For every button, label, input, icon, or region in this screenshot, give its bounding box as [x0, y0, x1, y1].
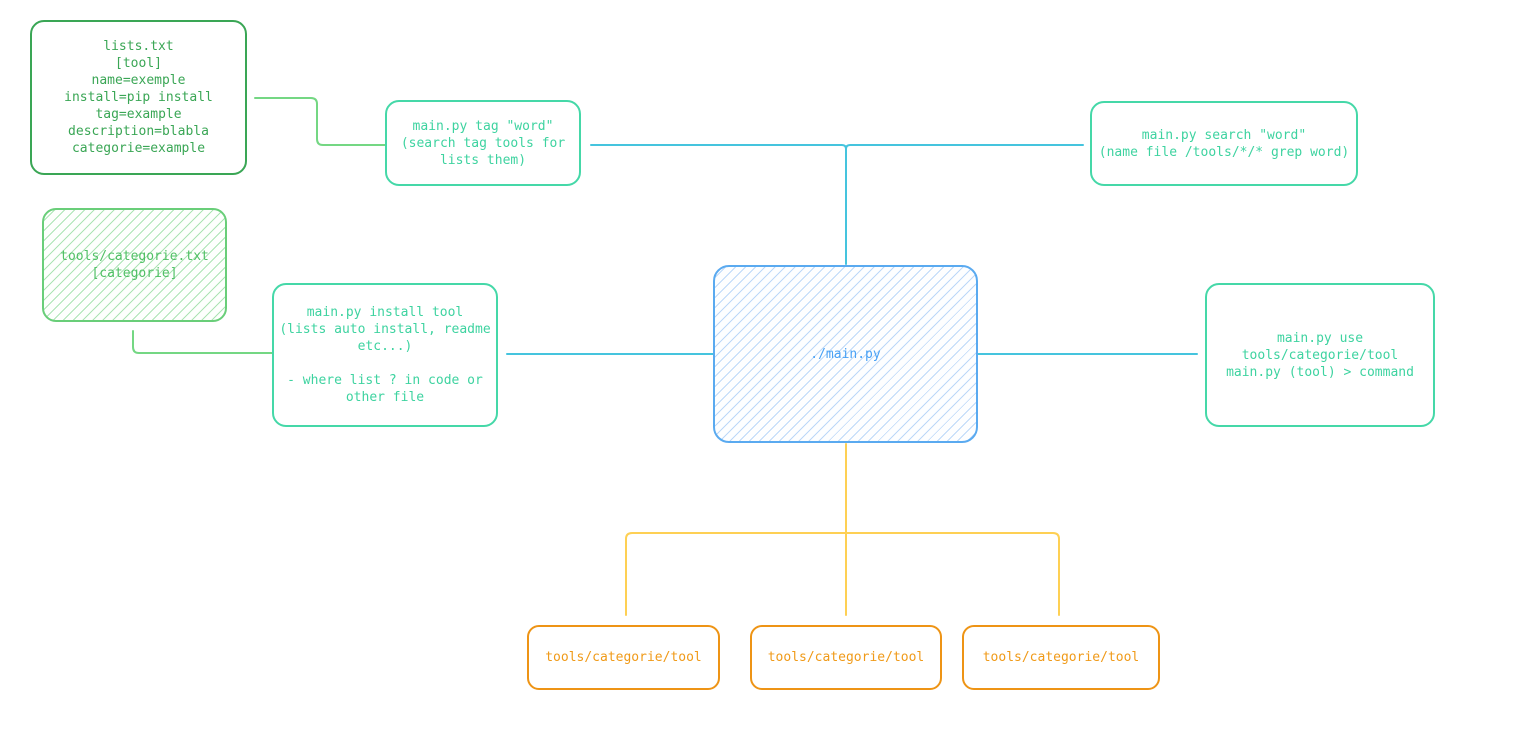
arrow-install-to-categorie[interactable]	[132, 330, 273, 354]
node-install-command-label: main.py install tool (lists auto install…	[279, 305, 491, 405]
node-tag-command-label: main.py tag "word" (search tag tools for…	[400, 118, 566, 168]
node-install-command[interactable]: main.py install tool (lists auto install…	[272, 283, 498, 427]
node-tool-2-label: tools/categorie/tool	[767, 650, 925, 665]
node-lists-txt[interactable]: lists.txt [tool] name=exemple install=pi…	[30, 20, 247, 175]
node-use-command-label: main.py use tools/categorie/tool main.py…	[1226, 330, 1414, 380]
arrow-main-to-search[interactable]	[845, 144, 1084, 150]
arrow-main-to-tag[interactable]	[590, 144, 847, 265]
node-tool-3[interactable]: tools/categorie/tool	[962, 625, 1160, 690]
node-lists-txt-label: lists.txt [tool] name=exemple install=pi…	[64, 39, 213, 156]
node-search-command[interactable]: main.py search "word" (name file /tools/…	[1090, 101, 1358, 186]
node-search-command-label: main.py search "word" (name file /tools/…	[1098, 127, 1350, 160]
arrow-main-to-tool-3[interactable]	[845, 532, 1060, 616]
arrow-tag-to-lists[interactable]	[254, 97, 386, 146]
arrow-main-to-tool-1[interactable]	[625, 532, 847, 616]
node-tool-3-label: tools/categorie/tool	[982, 650, 1140, 665]
node-tool-1-label: tools/categorie/tool	[545, 650, 702, 665]
node-tag-command[interactable]: main.py tag "word" (search tag tools for…	[385, 100, 581, 186]
node-categorie-txt-label: tools/categorie.txt [categorie]	[60, 249, 209, 281]
node-main-py-label: ./main.py	[810, 346, 881, 362]
node-tool-2[interactable]: tools/categorie/tool	[750, 625, 942, 690]
node-categorie-txt[interactable]: tools/categorie.txt [categorie]	[42, 208, 227, 322]
node-use-command[interactable]: main.py use tools/categorie/tool main.py…	[1205, 283, 1435, 427]
node-main-py[interactable]: ./main.py	[713, 265, 978, 443]
node-tool-1[interactable]: tools/categorie/tool	[527, 625, 720, 690]
